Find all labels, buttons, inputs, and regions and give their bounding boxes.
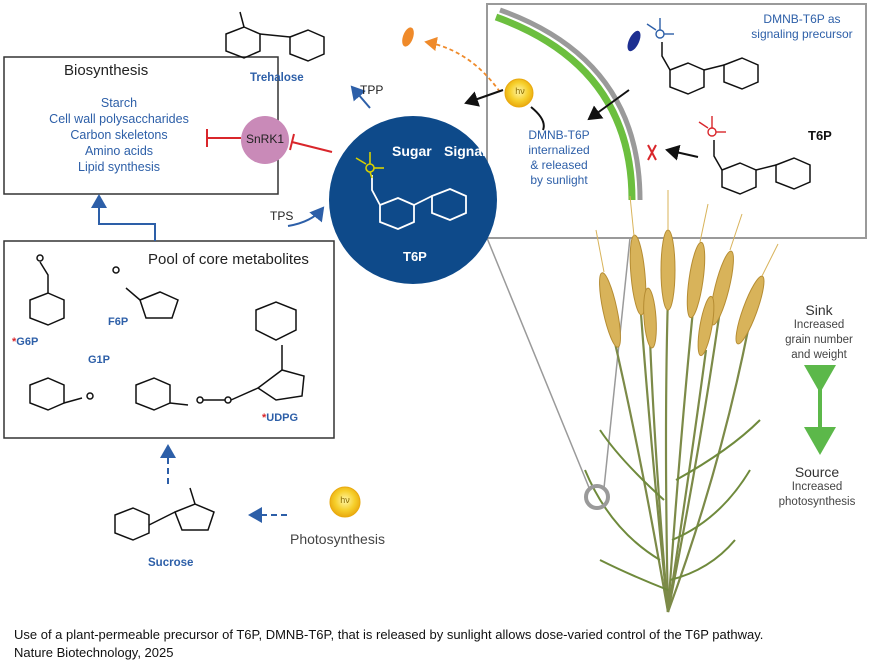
center-t6p-label: T6P [403, 249, 427, 264]
g6p-label: *G6P [12, 336, 38, 348]
internalized-line: by sunlight [530, 173, 588, 187]
dmnb-cage-ellipse [627, 30, 641, 52]
arrow-tps [287, 206, 325, 227]
g1p-structure [29, 377, 94, 411]
wheat-plant [584, 190, 779, 613]
pool-box [3, 240, 335, 439]
udpg-asterisk: * [262, 412, 267, 424]
tpp-label: TPP [360, 83, 384, 97]
center-signal-label: Signal [444, 143, 487, 159]
biosynthesis-list: Starch Cell wall polysaccharides Carbon … [4, 95, 234, 175]
g6p-asterisk: * [12, 336, 17, 348]
g6p-text: G6P [16, 336, 39, 348]
sink-desc-line: and weight [791, 349, 847, 361]
internalized-line: & released [530, 158, 588, 172]
dmnb-precursor-line: signaling precursor [751, 27, 853, 41]
biosynthesis-box [3, 56, 279, 195]
internalized-line: internalized [528, 143, 590, 157]
dmnb-t6p-structure [661, 42, 759, 95]
caption-line: Use of a plant-permeable precursor of T6… [14, 627, 764, 642]
wheat-stems [610, 294, 750, 613]
snrk1-circle [241, 116, 289, 164]
sink-desc-line: Increased [793, 319, 845, 331]
pool-title: Pool of core metabolites [148, 251, 309, 268]
arrow-dmnb-enters [587, 89, 630, 121]
center-phosphate [355, 152, 384, 179]
sucrose-label: Sucrose [148, 557, 194, 569]
biosynthesis-item: Starch [100, 96, 138, 110]
udpg-text: UDPG [266, 412, 299, 424]
source-block: Source Increased photosynthesis [762, 464, 870, 510]
center-sugar-label: Sugar [392, 143, 432, 159]
arrow-internalized-curve [530, 106, 545, 131]
f6p-structure [112, 266, 179, 319]
wheat-awns [595, 190, 779, 277]
biosynthesis-item: Amino acids [84, 144, 154, 158]
arrow-t6p-blocked [665, 144, 699, 161]
t6p-inset-label: T6P [808, 128, 832, 143]
cell-wall-gray-band [499, 7, 643, 201]
tps-label: TPS [270, 209, 294, 223]
arrow-tpp [350, 85, 371, 109]
biosynthesis-item: Carbon skeletons [70, 128, 168, 142]
figure-caption: Use of a plant-permeable precursor of T6… [14, 626, 763, 662]
sink-block: Sink Increased grain number and weight [770, 302, 868, 363]
arrow-release-orange [424, 36, 501, 93]
internalized-label: DMNB-T6P internalized & released by sunl… [514, 128, 604, 188]
biosynthesis-item: Lipid synthesis [78, 160, 160, 174]
sun-hv-inset: hν [515, 86, 525, 96]
inhibit-center-snrk1 [289, 133, 333, 153]
blocked-x-icon [647, 144, 657, 161]
inhibit-snrk1-biosynthesis [206, 129, 241, 147]
dmnb-precursor-label: DMNB-T6P as signaling precursor [742, 12, 862, 42]
photosynthesis-label: Photosynthesis [290, 531, 385, 547]
sucrose-structure [114, 487, 215, 541]
udpg-label: *UDPG [262, 412, 298, 424]
source-desc-line: photosynthesis [778, 496, 856, 508]
source-label: Source [794, 464, 840, 480]
t6p-inset-structure [713, 140, 811, 195]
internalized-line: DMNB-T6P [528, 128, 590, 142]
sink-label: Sink [805, 302, 833, 318]
sun-hv-photosynthesis: hν [340, 495, 350, 505]
biosynthesis-item: Cell wall polysaccharides [49, 112, 189, 126]
dmnb-precursor-line: DMNB-T6P as [763, 12, 841, 26]
caption-source: Nature Biotechnology, 2025 [14, 645, 174, 660]
sink-desc-line: grain number [785, 334, 853, 346]
center-t6p-structure [371, 175, 467, 230]
source-desc-line: Increased [791, 481, 843, 493]
g1p-label: G1P [88, 354, 111, 366]
trehalose-label: Trehalose [250, 72, 304, 84]
wheat-leaves [584, 419, 761, 591]
zoom-ring [584, 484, 610, 510]
arrow-release-to-circle [464, 89, 504, 107]
zoom-line-right [603, 237, 631, 489]
udpg-structure [135, 301, 305, 411]
biosynthesis-title: Biosynthesis [64, 62, 149, 79]
zoom-line-left [486, 237, 591, 491]
wheat-ears [599, 229, 765, 357]
sun-icon-photosynthesis [329, 486, 361, 518]
t6p-signal-circle [329, 116, 497, 284]
dmnb-phosphate [646, 18, 674, 39]
g6p-structure [29, 254, 65, 326]
t6p-inset-phosphate [698, 116, 726, 137]
snrk1-label: SnRK1 [245, 132, 285, 146]
dmnb-fragment-ellipse [402, 27, 414, 47]
cell-wall-green-band [494, 13, 636, 201]
f6p-label: F6P [108, 316, 129, 328]
trehalose-structure [225, 11, 325, 62]
sun-icon-inset [504, 78, 534, 108]
arrow-pool-to-biosynthesis [91, 194, 156, 241]
